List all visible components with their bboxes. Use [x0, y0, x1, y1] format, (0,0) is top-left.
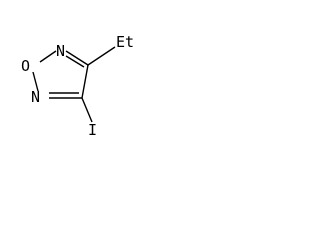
atom-n2-label: N — [56, 42, 65, 60]
atom-o1-label: O — [21, 57, 30, 75]
bond-c3-c4 — [81, 64, 89, 99]
bond-n2-c3-double-outer — [65, 50, 89, 66]
atom-iodo-label: I — [88, 121, 97, 139]
structure-diagram: O N N Et I — [21, 33, 134, 139]
bond-c4-iodo — [81, 97, 93, 123]
bond-n2-c3-double-inner — [65, 55, 85, 68]
bond-n5-o1 — [32, 71, 39, 92]
bond-o1-n2 — [39, 50, 57, 63]
atom-n5-label: N — [31, 88, 40, 106]
atom-ethyl-label: Et — [116, 33, 134, 51]
bond-c3-ethyl — [87, 46, 116, 66]
